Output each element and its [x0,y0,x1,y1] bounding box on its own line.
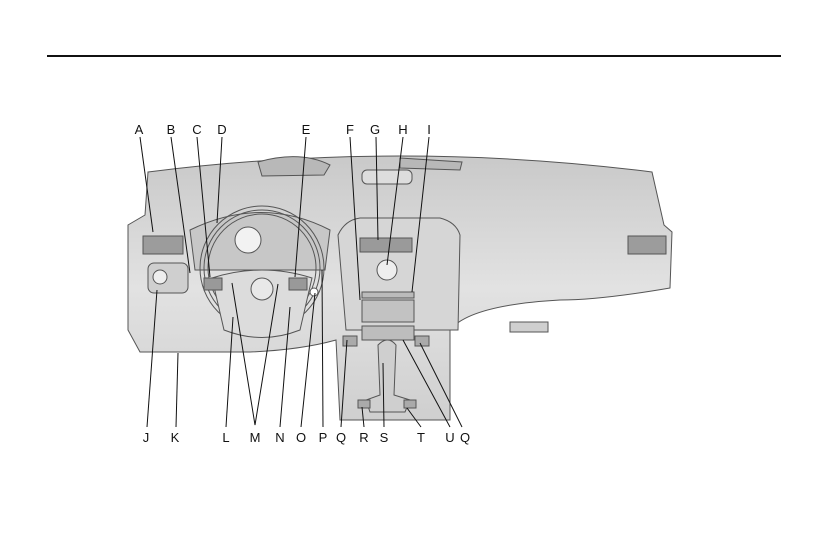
label-q-left: Q [336,430,346,445]
defrost-vent-left [257,156,331,177]
label-e: E [302,122,311,137]
label-u: U [445,430,454,445]
label-j: J [143,430,150,445]
left-wheel-controls [203,277,223,291]
callout-leaders [139,136,463,428]
label-t: T [417,430,425,445]
label-g: G [370,122,380,137]
label-a: A [135,122,144,137]
label-p: P [319,430,328,445]
label-b: B [167,122,176,137]
callout-labels: A B C D E F G H I J K L M N O P Q R S T … [135,122,470,445]
glove-box-handle [509,321,549,333]
audio-controls [361,299,415,323]
navigation-display [359,237,413,253]
label-f: F [346,122,354,137]
left-vent [142,235,184,255]
label-q-right: Q [460,430,470,445]
label-r: R [359,430,368,445]
analog-clock [376,259,398,281]
label-c: C [192,122,201,137]
right-wheel-controls [288,277,308,291]
label-l: L [222,430,229,445]
shift-lever [365,339,411,413]
climate-controls [361,325,415,341]
label-m: M [250,430,261,445]
label-o: O [296,430,306,445]
dashboard-illustration [127,155,673,421]
label-h: H [398,122,407,137]
label-n: N [275,430,284,445]
page-header-rule [47,55,781,57]
label-k: K [171,430,180,445]
label-s: S [380,430,389,445]
label-d: D [217,122,226,137]
right-vent [627,235,667,255]
label-i: I [427,122,431,137]
rearview-mirror [361,169,413,185]
